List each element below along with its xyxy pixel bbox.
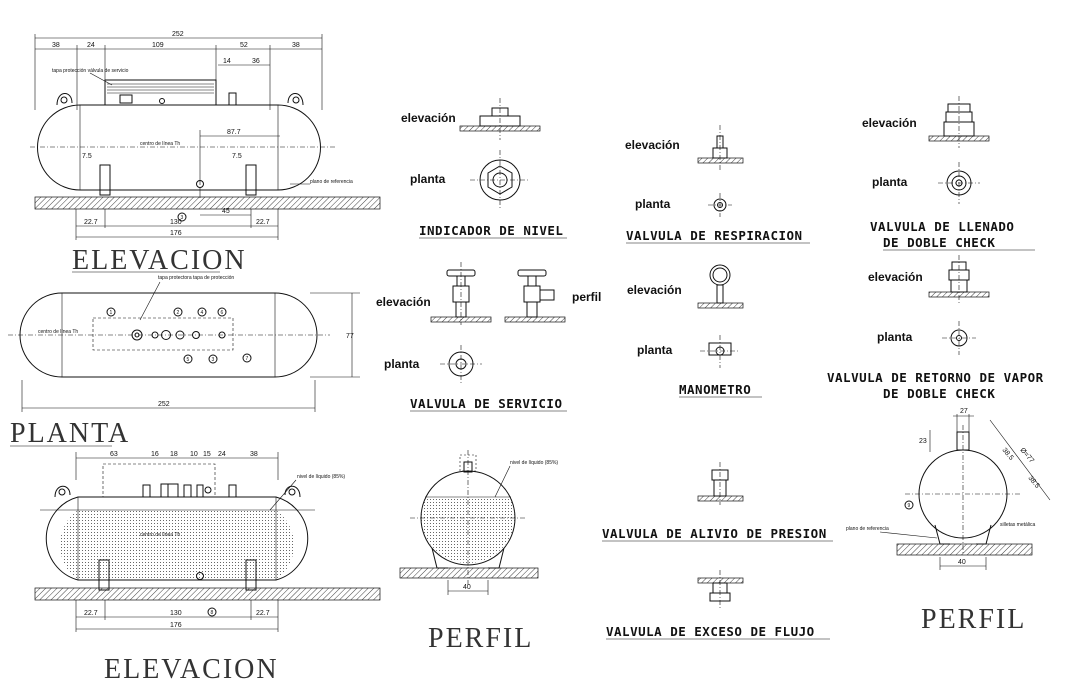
dim-seg5: 38 [292, 42, 300, 49]
e2-dim-227a: 22.7 [84, 610, 98, 617]
valvula-retorno-block: elevación planta VALVULA DE RETORNO DE V… [827, 255, 1044, 401]
servicio-perfil-label: perfil [572, 290, 601, 304]
e2-marker-8: 8 [211, 610, 214, 616]
e2-dim-130: 130 [170, 610, 182, 617]
elevacion-1-view: 252 38 24 109 52 38 14 36 tapa protecció… [30, 31, 381, 276]
indicador-plan-label: planta [410, 172, 446, 186]
perfil2-dim-23: 23 [919, 438, 927, 445]
dim-87: 87.7 [227, 129, 241, 136]
exceso-title: VALVULA DE EXCESO DE FLUJO [606, 624, 815, 639]
indicador-title: INDICADOR DE NIVEL [419, 223, 563, 238]
e2-dim-63: 63 [110, 451, 118, 458]
valvula-llenado-block: elevación planta VALVULA DE LLENADO DE D… [862, 96, 1035, 251]
dim-176: 176 [170, 230, 182, 237]
perfil2-dim-385b: 38.5 [1026, 475, 1040, 490]
dim-seg4: 52 [240, 42, 248, 49]
perfil-title-1: PERFIL [428, 623, 533, 654]
llenado-elev-label: elevación [862, 116, 917, 130]
perfil2-note-sill: silletas metálica [1000, 522, 1036, 528]
manometro-title: MANOMETRO [679, 382, 751, 397]
retorno-elev-label: elevación [868, 270, 923, 284]
dim-seg3: 109 [152, 42, 164, 49]
planta-marker-3: 3 [212, 357, 215, 363]
llenado-title-1: VALVULA DE LLENADO [870, 219, 1014, 234]
dim-75b: 7.5 [232, 153, 242, 160]
planta-marker-6: 6 [221, 310, 224, 316]
perfil1-note: nivel de líquido (85%) [510, 460, 558, 466]
respiracion-plan-label: planta [635, 197, 671, 211]
perfil2-marker-9: 9 [908, 503, 911, 509]
respiracion-elev-label: elevación [625, 138, 680, 152]
e2-dim-176: 176 [170, 622, 182, 629]
planta-dim-77: 77 [346, 333, 354, 340]
valvula-alivio-block: VALVULA DE ALIVIO DE PRESION [602, 462, 833, 542]
indicador-elev-label: elevación [401, 111, 456, 125]
alivio-title: VALVULA DE ALIVIO DE PRESION [602, 526, 827, 541]
valvula-exceso-block: VALVULA DE EXCESO DE FLUJO [606, 570, 830, 640]
dim-total: 252 [172, 31, 184, 38]
planta-note: tapa protectora tapa de protección [158, 275, 234, 281]
planta-marker-1: 1 [110, 310, 113, 316]
planta-dim-total: 252 [158, 401, 170, 408]
planta-centerline: centro de línea Th [38, 329, 78, 335]
e2-dim-38: 38 [250, 451, 258, 458]
valvula-servicio-block: elevación perfil planta VALVULA DE SERVI… [376, 262, 601, 412]
respiracion-title: VALVULA DE RESPIRACION [626, 228, 803, 243]
retorno-title-1: VALVULA DE RETORNO DE VAPOR [827, 370, 1044, 385]
planta-marker-4: 4 [201, 310, 204, 316]
retorno-plan-label: planta [877, 330, 913, 344]
planta-marker-5: 5 [187, 357, 190, 363]
marker-3: 3 [181, 215, 184, 221]
elevacion-2-view: 63 16 18 10 15 24 38 nivel de líquido (8… [34, 451, 381, 685]
dim-45: 45 [222, 208, 230, 215]
note-cover: tapa protección válvula de servicio [52, 68, 129, 74]
servicio-title: VALVULA DE SERVICIO [410, 396, 563, 411]
perfil2-dim-385a: 38.5 [1000, 447, 1014, 462]
dim-seg7: 36 [252, 58, 260, 65]
perfil2-note-ref: plano de referencia [846, 526, 889, 532]
perfil-1-view: nivel de líquido (85%) 40 PERFIL [399, 450, 558, 654]
e2-dim-24: 24 [218, 451, 226, 458]
elevacion-title-2: ELEVACION [104, 654, 279, 685]
manometro-elev-label: elevación [627, 283, 682, 297]
planta-marker-7: 7 [246, 356, 249, 362]
servicio-plan-label: planta [384, 357, 420, 371]
e2-dim-10: 10 [190, 451, 198, 458]
e2-dim-15: 15 [203, 451, 211, 458]
indicador-nivel-block: elevación planta INDICADOR DE NIVEL [401, 98, 567, 239]
perfil2-dim-40: 40 [958, 559, 966, 566]
dim-75a: 7.5 [82, 153, 92, 160]
perfil2-dim-27: 27 [960, 408, 968, 415]
dim-227b: 22.7 [256, 219, 270, 226]
e2-dim-227b: 22.7 [256, 610, 270, 617]
valvula-respiracion-block: elevación planta VALVULA DE RESPIRACION [625, 125, 810, 244]
llenado-plan-label: planta [872, 175, 908, 189]
note-centerline: centro de línea Th [140, 141, 180, 147]
dim-seg2: 24 [87, 42, 95, 49]
e2-centerline: centro de línea Th [140, 532, 180, 538]
perfil-title-2: PERFIL [921, 604, 1026, 635]
dim-seg1: 38 [52, 42, 60, 49]
perfil-2-view: 27 23 38.5 Ø=77 38.5 9 plano de referenc… [846, 408, 1051, 635]
e2-dim-16: 16 [151, 451, 159, 458]
planta-title: PLANTA [10, 418, 130, 449]
llenado-title-2: DE DOBLE CHECK [883, 235, 995, 250]
note-ref-plane: plano de referencia [310, 179, 353, 185]
dim-227a: 22.7 [84, 219, 98, 226]
e2-note-liquid: nivel de líquido (85%) [297, 474, 345, 480]
manometro-plan-label: planta [637, 343, 673, 357]
elevacion-title-1: ELEVACION [72, 245, 247, 276]
dim-130: 130 [170, 219, 182, 226]
perfil1-dim-40: 40 [463, 584, 471, 591]
manometro-block: elevación planta MANOMETRO [627, 264, 762, 398]
retorno-title-2: DE DOBLE CHECK [883, 386, 995, 401]
perfil2-dim-77: Ø=77 [1018, 447, 1035, 465]
e2-dim-18: 18 [170, 451, 178, 458]
planta-view: centro de línea Th tapa protectora tapa … [8, 275, 360, 449]
servicio-elev-label: elevación [376, 295, 431, 309]
planta-marker-2: 2 [177, 310, 180, 316]
dim-seg6: 14 [223, 58, 231, 65]
